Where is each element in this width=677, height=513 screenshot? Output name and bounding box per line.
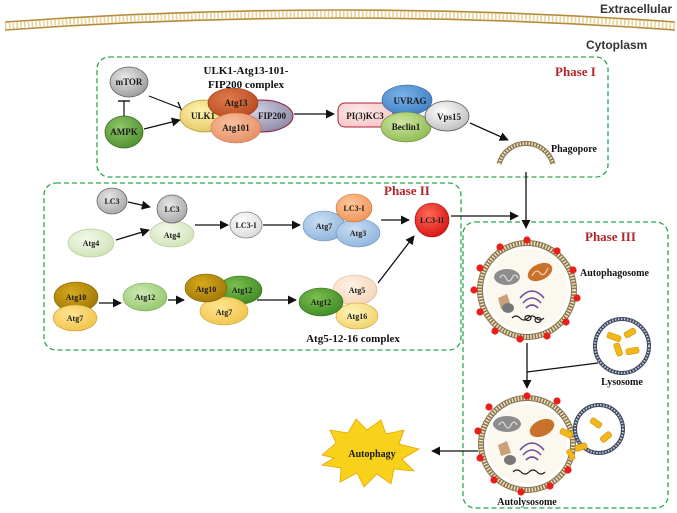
pi3kc3-label: PI(3)KC3: [346, 111, 384, 121]
phase-3-title: Phase III: [585, 229, 636, 244]
pi3k-to-phagopore-arrow: [469, 122, 509, 141]
atg12-label: Atg12: [135, 293, 155, 302]
atg12-bound-label: Atg12: [232, 286, 252, 295]
uvrag-label: UVRAG: [394, 96, 427, 106]
lysosome-shape: [593, 317, 651, 375]
mtor-node: [109, 66, 149, 98]
atg13-label: Atg13: [225, 98, 248, 108]
lc3i-bound-label: LC3-I: [344, 204, 365, 213]
phagopore-label: Phagopore: [551, 144, 597, 155]
beclin1-node: [380, 111, 432, 143]
atg7-yellow-node: [52, 304, 98, 332]
lc3-node: [96, 187, 128, 215]
atg4-node: [67, 228, 115, 258]
atg4-label: Atg4: [83, 239, 99, 248]
mtor-inhibits-ulk1: [148, 95, 181, 109]
vps15-node: [424, 100, 470, 132]
atg10-bound-node: [184, 273, 228, 303]
autophagosome-label: Autophagosome: [580, 268, 649, 279]
atg101-label: Atg101: [222, 123, 250, 133]
er-membrane-icon: [519, 290, 545, 309]
vps15-label: Vps15: [437, 112, 462, 122]
lc3-label: LC3: [104, 197, 119, 206]
ulk-complex-label-line2: FIP200 complex: [208, 79, 285, 91]
atg5-12-16-complex-label: Atg5-12-16 complex: [306, 333, 400, 345]
atg4-bound-label: Atg4: [164, 231, 180, 240]
atg3-label: Atg3: [350, 229, 366, 238]
lysosome-merge-line: [526, 362, 599, 373]
extracellular-label: Extracellular: [600, 2, 672, 16]
dna-icon: [511, 315, 545, 321]
lc3i-node: [229, 211, 263, 239]
phase-1-box: [96, 56, 609, 178]
atg101-node: [210, 112, 262, 144]
lc3-bound-node: [156, 194, 188, 224]
lc3ii-dots: [470, 236, 581, 343]
mtor-label: mTOR: [116, 77, 143, 87]
atg4-to-complex-arrow: [115, 228, 150, 241]
atg10-bound-label: Atg10: [196, 285, 216, 294]
atg7-yellow-label: Atg7: [67, 314, 83, 323]
ulk1-label: ULK1: [191, 111, 216, 121]
atg12-node: [122, 282, 168, 312]
ampk-activates-ulk1: [143, 117, 181, 130]
autolysosome-shape: [474, 392, 625, 496]
lc3-to-complex-arrow: [127, 200, 151, 210]
lc3i-bound-node: [335, 193, 373, 223]
phase-3-box: [462, 221, 669, 509]
phagopore-shape: [496, 140, 556, 165]
atg7-bound-label: Atg7: [216, 308, 232, 317]
lc3ii-node: [414, 202, 450, 238]
atg5-label: Atg5: [349, 286, 365, 295]
atg16-node: [335, 302, 379, 330]
autophagosome-shape: [470, 236, 581, 343]
atg7-bound-node: [199, 296, 249, 326]
atg10-label: Atg10: [66, 293, 86, 302]
phase-1-title: Phase I: [555, 64, 596, 79]
mitochondrion-icon: [494, 269, 520, 285]
atg16-label: Atg16: [347, 312, 367, 321]
granule-icon: [502, 303, 514, 313]
cell-membrane: [4, 9, 676, 31]
autophagy-burst: [320, 418, 421, 488]
cytoplasm-label: Cytoplasm: [586, 38, 647, 52]
autolysosome-label: Autolysosome: [497, 497, 557, 508]
lysosome-label: Lysosome: [601, 377, 643, 388]
lc3i-label: LC3-I: [236, 221, 257, 230]
atg12-complex-label: Atg12: [311, 298, 331, 307]
ampk-label: AMPK: [110, 127, 138, 137]
phase-2-title: Phase II: [384, 183, 430, 198]
atg12-complex-node: [298, 287, 344, 317]
atg7-lc3-label: Atg7: [316, 222, 332, 231]
autophagy-label: Autophagy: [348, 449, 395, 460]
ulk-complex-label-line1: ULK1-Atg13-101-: [204, 65, 289, 77]
phase-2-box: [43, 182, 462, 351]
atg5-12-16-to-lc3ii-arrow: [377, 235, 415, 284]
beclin1-label: Beclin1: [392, 122, 421, 132]
organelle-icon: [527, 262, 553, 282]
lc3ii-label: LC3-II: [420, 216, 444, 225]
lc3-bound-label: LC3: [164, 205, 179, 214]
fip200-label: FIP200: [258, 111, 286, 121]
